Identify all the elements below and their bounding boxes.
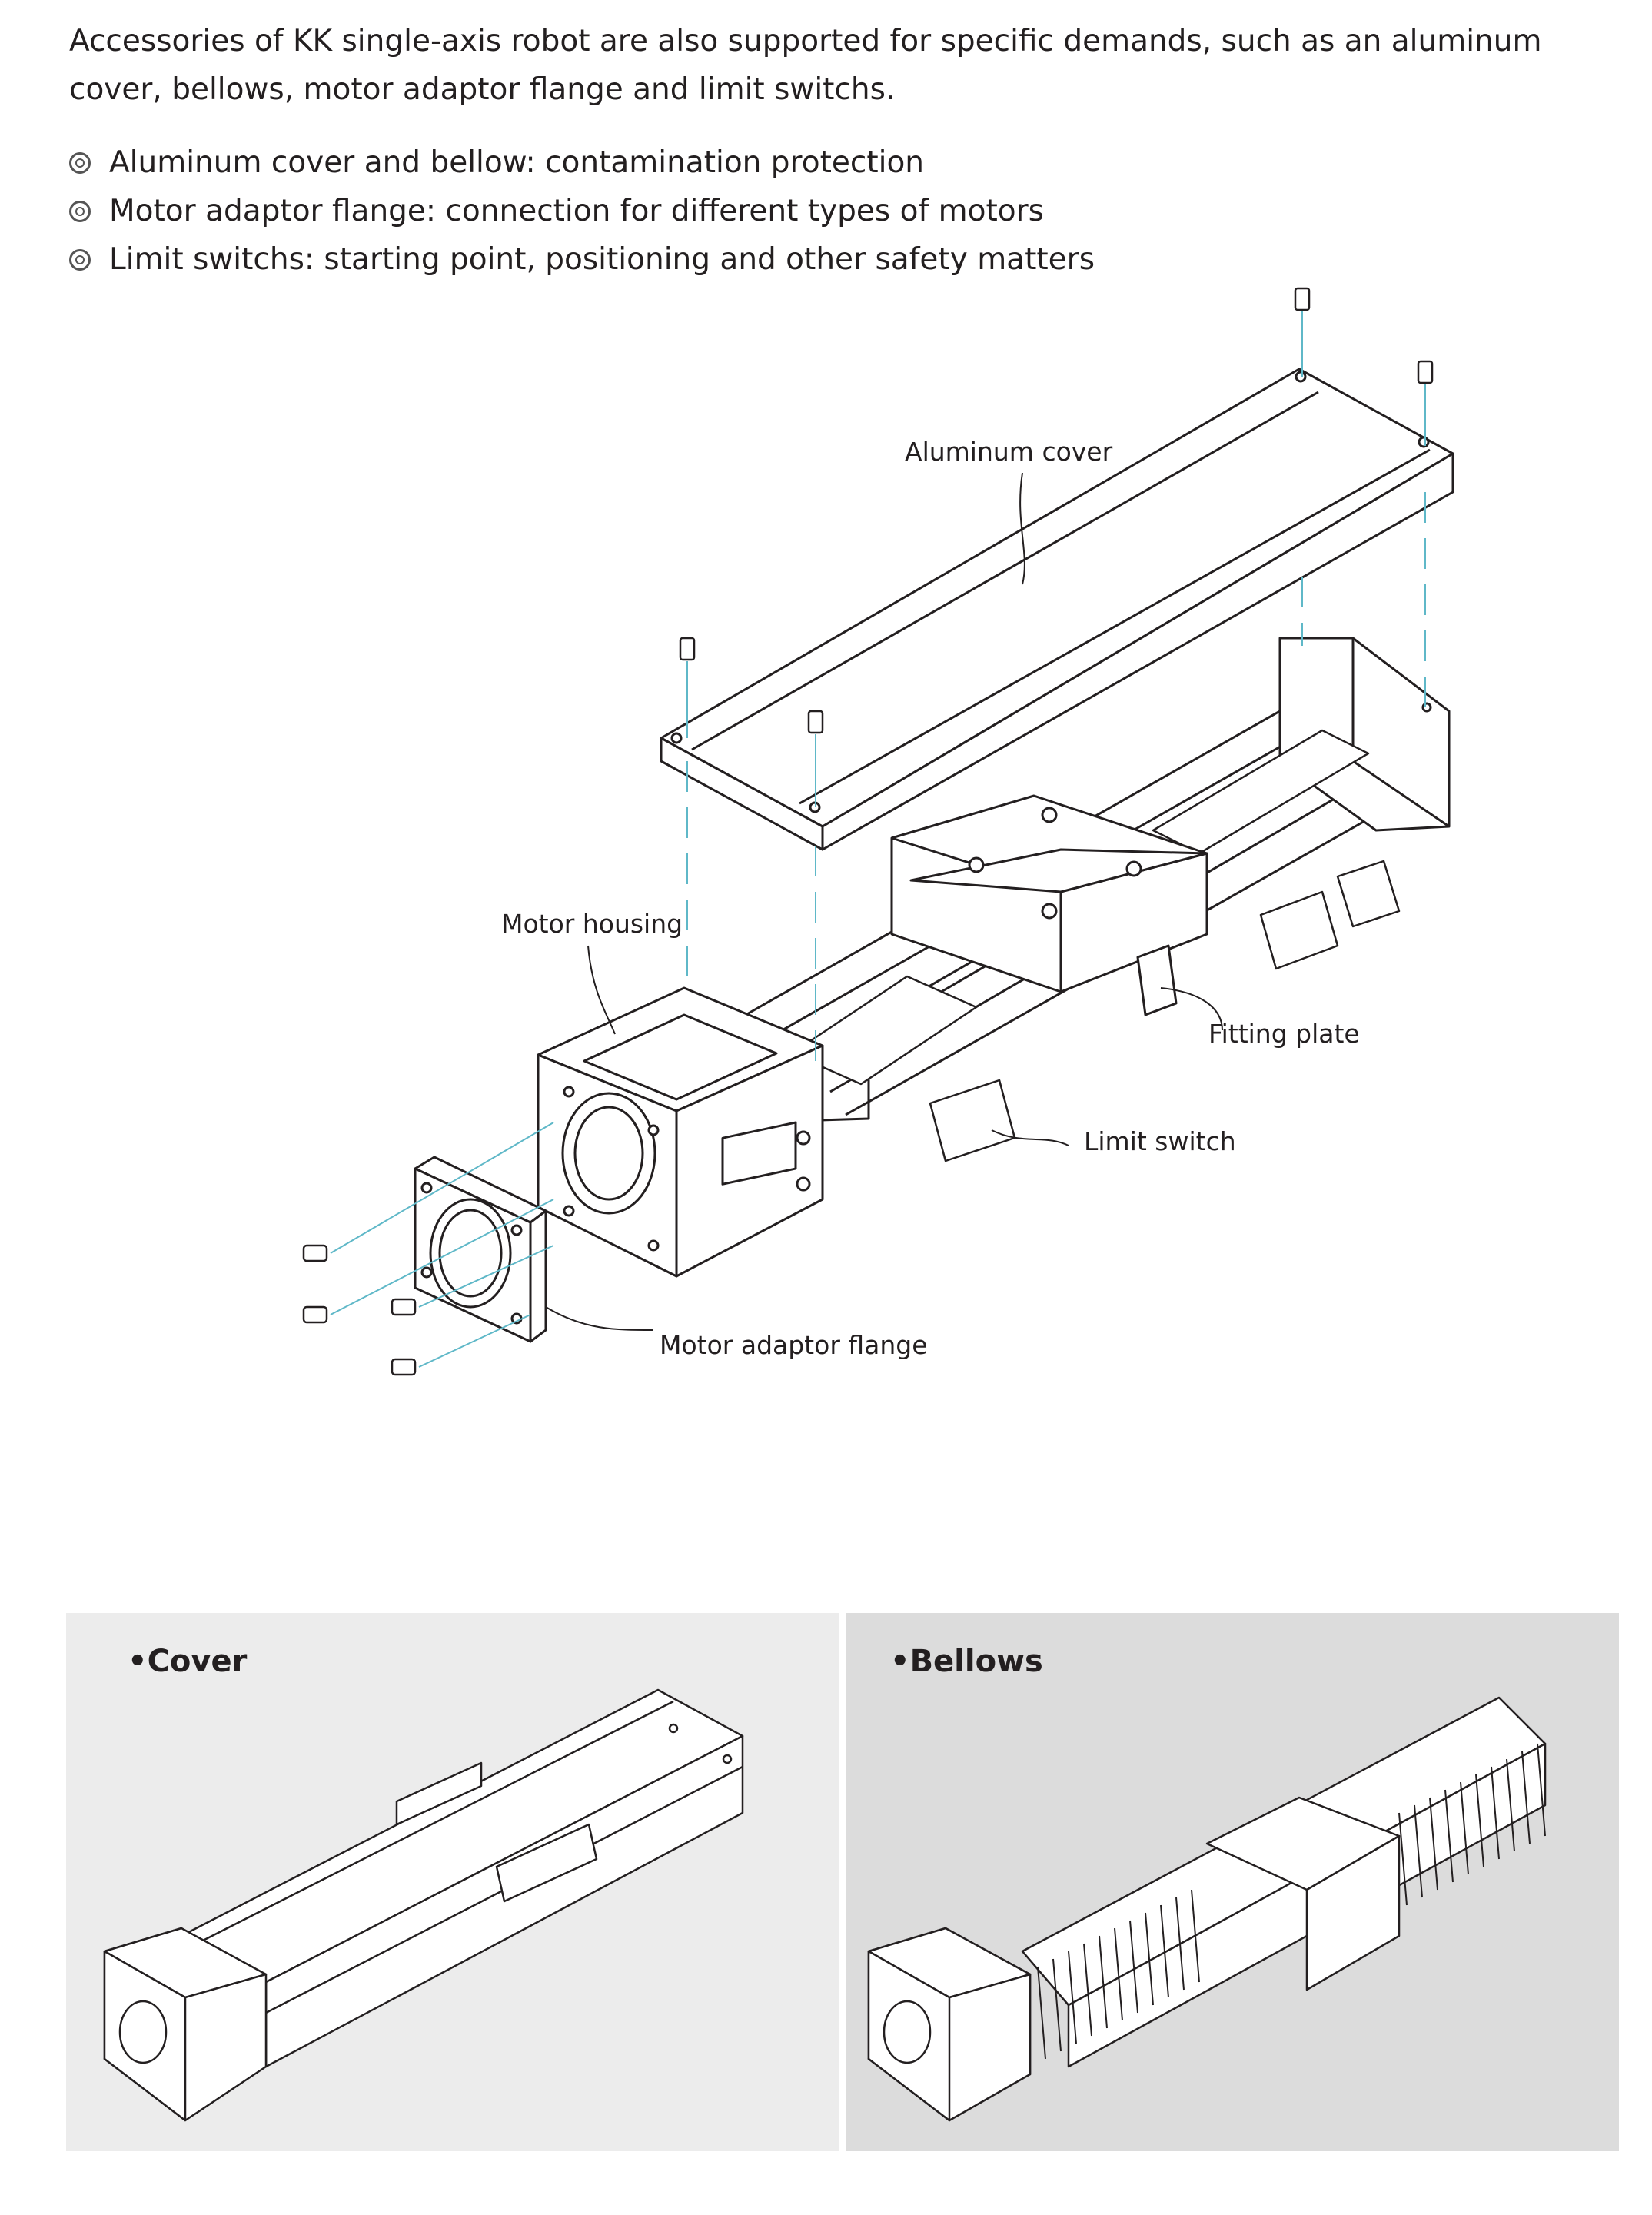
aluminum-cover bbox=[660, 368, 1454, 851]
panel-title-cover: •Cover bbox=[128, 1644, 248, 1679]
bellows-panel: •Bellows bbox=[846, 1613, 1619, 2151]
label-aluminum-cover: Aluminum cover bbox=[905, 437, 1113, 467]
list-item-text: Aluminum cover and bellow: contamination… bbox=[109, 145, 925, 180]
label-leader-lines bbox=[545, 472, 1223, 1331]
screw-group bbox=[302, 287, 1434, 1376]
label-limit-switch: Limit switch bbox=[1084, 1126, 1236, 1156]
list-item: Motor adaptor flange: connection for dif… bbox=[69, 187, 1095, 235]
label-motor-adaptor-flange: Motor adaptor flange bbox=[660, 1330, 928, 1360]
list-item-text: Limit switchs: starting point, positioni… bbox=[109, 242, 1095, 277]
label-fitting-plate: Fitting plate bbox=[1208, 1019, 1360, 1049]
exploded-assembly-drawing bbox=[302, 287, 1454, 1376]
double-circle-icon bbox=[69, 248, 91, 271]
double-circle-icon bbox=[69, 151, 91, 174]
limit-switch-group bbox=[929, 860, 1401, 1162]
label-motor-housing: Motor housing bbox=[501, 909, 683, 939]
bellows-folds bbox=[1037, 1743, 1546, 2060]
assembly-guide-lines bbox=[330, 311, 1426, 1368]
motor-housing bbox=[537, 986, 824, 1278]
double-circle-icon bbox=[69, 200, 91, 222]
list-item: Aluminum cover and bellow: contamination… bbox=[69, 138, 1095, 187]
bellows-assembly-illustration bbox=[867, 1696, 1547, 2122]
motor-adaptor-flange bbox=[414, 1156, 547, 1343]
carriage bbox=[890, 794, 1208, 993]
panel-title-bellows: •Bellows bbox=[890, 1644, 1043, 1679]
cover-assembly-illustration bbox=[103, 1688, 744, 2122]
intro-paragraph: Accessories of KK single-axis robot are … bbox=[69, 24, 1542, 107]
end-block bbox=[1278, 637, 1451, 832]
list-item: Limit switchs: starting point, positioni… bbox=[69, 235, 1095, 284]
list-item-text: Motor adaptor flange: connection for dif… bbox=[109, 194, 1044, 228]
feature-list: Aluminum cover and bellow: contamination… bbox=[69, 138, 1095, 284]
cover-panel: •Cover bbox=[66, 1613, 839, 2151]
fitting-plate bbox=[1136, 944, 1178, 1016]
